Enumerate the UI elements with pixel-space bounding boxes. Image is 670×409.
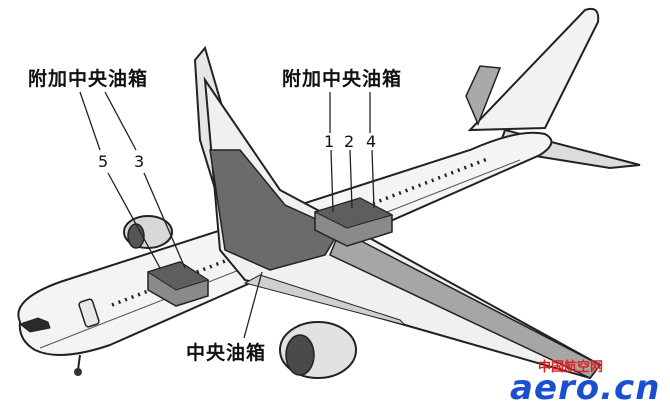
leader-4 <box>371 149 375 209</box>
watermark-cn-text: 中国航空网 <box>538 360 604 375</box>
vertical-stabilizer-panel <box>465 65 502 126</box>
front-door <box>78 298 100 328</box>
tank-number-4: 4 <box>366 132 377 151</box>
nose-wheel <box>74 368 82 376</box>
leader-3 <box>143 172 186 269</box>
tank-number-2: 2 <box>344 132 355 151</box>
leader-2 <box>349 149 353 209</box>
tank-number-5: 5 <box>98 152 109 171</box>
cockpit-windows <box>18 317 51 333</box>
aux-tank-front-top <box>313 197 394 229</box>
wing-root-tank <box>209 149 342 271</box>
center-tank-label: 中央油箱 <box>186 342 267 364</box>
leader-left-title-b <box>104 91 137 151</box>
tank-number-3: 3 <box>134 152 145 171</box>
wing-trailing-flap <box>243 274 407 326</box>
aux-tank-rear-top <box>146 261 210 291</box>
watermark-logo-text: aero.cn <box>510 368 661 408</box>
nose-gear <box>77 354 81 371</box>
window-row <box>111 156 491 307</box>
aux-center-tank-label-right: 附加中央油箱 <box>282 68 403 90</box>
leader-left-title-a <box>79 91 101 151</box>
leader-center-tank <box>243 271 263 339</box>
leader-1 <box>330 149 334 213</box>
far-engine-intake <box>127 223 145 249</box>
wing-leading-edge <box>329 228 602 379</box>
aux-center-tank-label-left: 附加中央油箱 <box>28 68 149 90</box>
near-engine-intake <box>285 334 315 376</box>
tank-number-1: 1 <box>324 132 335 151</box>
leader-5 <box>107 172 161 269</box>
vertical-stabilizer <box>467 7 600 132</box>
